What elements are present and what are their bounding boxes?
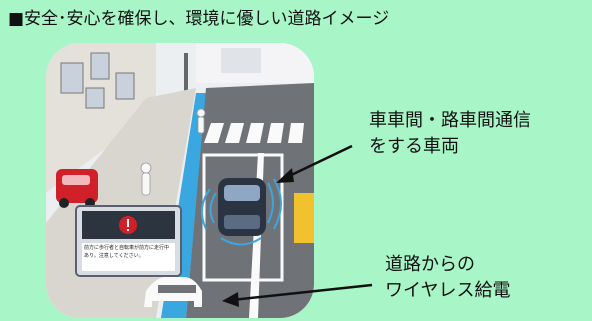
- in-car-screen: [75, 205, 182, 277]
- red-car: [56, 169, 98, 208]
- screen-warning-text: 前方に歩行者と自転車が前方に走行中あり。注意してください。: [84, 245, 170, 259]
- callout-wireless-charging: 道路からの ワイヤレス給電: [385, 252, 510, 304]
- callout-line: 道路からの: [385, 254, 475, 275]
- arrow-to-charging: [231, 283, 373, 302]
- arrow-to-vehicle: [284, 144, 353, 180]
- callout-line: 車車間・路車間通信: [369, 110, 531, 131]
- connected-car: [218, 178, 266, 236]
- page-title: ■安全･安心を確保し、環境に優しい道路イメージ: [8, 9, 390, 29]
- callout-line: をする車両: [369, 136, 459, 157]
- road-illustration: 前方に歩行者と自転車が前方に走行中あり。注意してください。: [46, 43, 314, 318]
- callout-vehicle-communication: 車車間・路車間通信 をする車両: [369, 108, 531, 160]
- callout-line: ワイヤレス給電: [385, 280, 511, 301]
